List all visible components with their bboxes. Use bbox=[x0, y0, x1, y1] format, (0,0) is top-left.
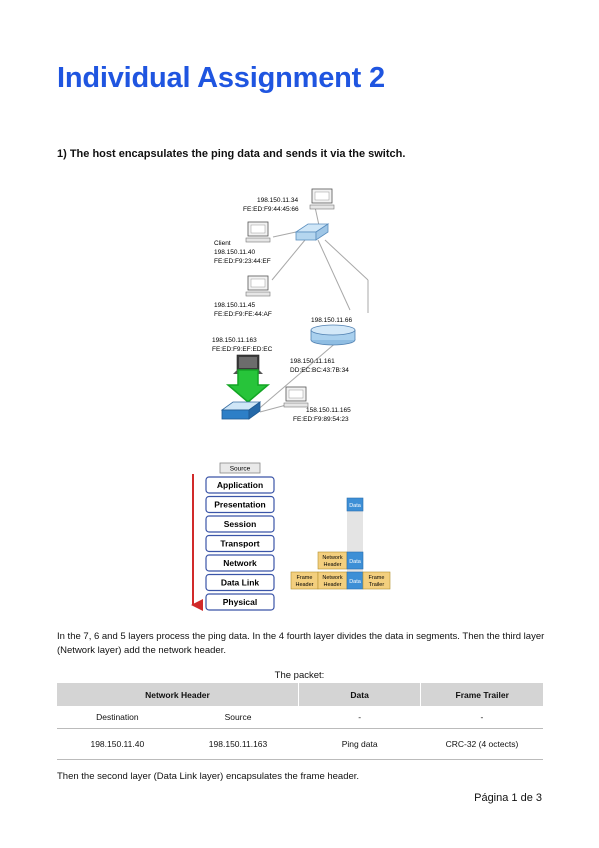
host-computer-icon bbox=[283, 386, 309, 408]
host-top-ip: 198.150.11.34 bbox=[257, 197, 298, 204]
client-computer-icon bbox=[245, 221, 271, 243]
body-paragraph-2: Then the second layer (Data Link layer) … bbox=[57, 771, 360, 782]
table-cell: - bbox=[420, 706, 543, 729]
osi-layer-label: Network bbox=[223, 558, 257, 568]
source-label: Source bbox=[230, 466, 251, 473]
data-label: Data bbox=[349, 559, 362, 565]
osi-encapsulation-diagram: Source ApplicationPresentationSessionTra… bbox=[191, 462, 391, 611]
frame-header-label-2: Header bbox=[295, 582, 313, 588]
host-top-mac: FE:ED:F9:44:45:66 bbox=[243, 206, 299, 213]
client-label: Client bbox=[214, 240, 231, 247]
table-cell: 198.150.11.40 bbox=[57, 728, 178, 760]
network-header-label-2: Header bbox=[323, 582, 341, 588]
question-heading: 1) The host encapsulates the ping data a… bbox=[57, 148, 406, 160]
frame-trailer-label-1: Frame bbox=[369, 575, 385, 581]
switch-icon bbox=[294, 223, 330, 241]
network-header-label-2: Header bbox=[323, 562, 341, 568]
osi-layer-label: Data Link bbox=[221, 578, 260, 588]
table-header-row: Network Header Data Frame Trailer bbox=[57, 683, 543, 706]
osi-layer-label: Transport bbox=[220, 539, 259, 549]
osi-layer-box bbox=[205, 534, 275, 553]
data-box bbox=[346, 551, 364, 570]
data-label: Data bbox=[349, 579, 362, 585]
osi-layer-label: Presentation bbox=[214, 500, 266, 510]
table-cell: 198.150.11.163 bbox=[177, 728, 299, 760]
table-row: Destination Source - - bbox=[57, 706, 543, 729]
switch-icon bbox=[220, 401, 262, 420]
header-data: Data bbox=[298, 683, 422, 706]
router-ip: 198.150.11.66 bbox=[311, 317, 352, 324]
table-cell: Source bbox=[177, 706, 299, 729]
source-box bbox=[219, 462, 261, 474]
router-icon bbox=[310, 324, 356, 346]
router-port-ip: 198.150.11.161 bbox=[290, 358, 335, 365]
host-computer-icon bbox=[309, 188, 335, 210]
osi-layer-box bbox=[205, 476, 275, 494]
table-caption: The packet: bbox=[274, 670, 325, 681]
host-mid-ip: 198.150.11.45 bbox=[214, 302, 255, 309]
osi-layer-box bbox=[205, 515, 275, 533]
osi-layer-box bbox=[205, 495, 275, 514]
osi-layer-label: Session bbox=[224, 519, 257, 529]
frame-trailer-label-2: Trailer bbox=[369, 582, 385, 588]
client-mac: FE:ED:F9:23:44:EF bbox=[214, 258, 271, 265]
table-cell: Destination bbox=[57, 706, 178, 729]
packet-table: Network Header Data Frame Trailer Destin… bbox=[57, 683, 543, 760]
osi-layer-label: Application bbox=[217, 480, 263, 490]
client-ip: 198.150.11.40 bbox=[214, 249, 255, 256]
osi-layer-box bbox=[205, 593, 275, 611]
body-paragraph: In the 7, 6 and 5 layers process the pin… bbox=[57, 631, 545, 656]
table-cell: - bbox=[298, 706, 421, 729]
data-box bbox=[346, 497, 364, 512]
page-number: Página 1 de 3 bbox=[474, 792, 542, 804]
network-diagram: 198.150.11.34 FE:ED:F9:44:45:66 Client 1… bbox=[212, 188, 369, 423]
osi-layer-label: Physical bbox=[223, 597, 258, 607]
header-network: Network Header bbox=[57, 683, 299, 706]
table-cell: CRC-32 (4 octects) bbox=[420, 728, 543, 760]
data-label: Data bbox=[349, 503, 362, 509]
host-right-mac: FE:ED:F9:89:54:23 bbox=[293, 416, 349, 423]
green-arrow-icon bbox=[225, 369, 271, 403]
host-right-ip: 158.150.11.165 bbox=[306, 407, 351, 414]
table-cell: Ping data bbox=[298, 728, 421, 760]
osi-layer-box bbox=[205, 554, 275, 572]
table-row: 198.150.11.40 198.150.11.163 Ping data C… bbox=[57, 728, 543, 760]
header-frame-trailer: Frame Trailer bbox=[420, 683, 543, 706]
page-title: Individual Assignment 2 bbox=[57, 62, 385, 94]
frame-header-label-1: Frame bbox=[297, 575, 313, 581]
host-mid-mac: FE:ED:F9:FE:44:AF bbox=[214, 311, 272, 318]
router-port-mac: DD:EC:BC:43:7B:34 bbox=[290, 367, 349, 374]
frame-trailer-box bbox=[362, 571, 391, 590]
network-header-label-1: Network bbox=[322, 555, 342, 561]
osi-layer-box bbox=[205, 573, 275, 592]
laptop-ip: 198.150.11.163 bbox=[212, 337, 257, 344]
network-header-label-1: Network bbox=[322, 575, 342, 581]
laptop-mac: FE:ED:F9:EF:ED:EC bbox=[212, 346, 273, 353]
host-computer-icon bbox=[245, 275, 271, 297]
